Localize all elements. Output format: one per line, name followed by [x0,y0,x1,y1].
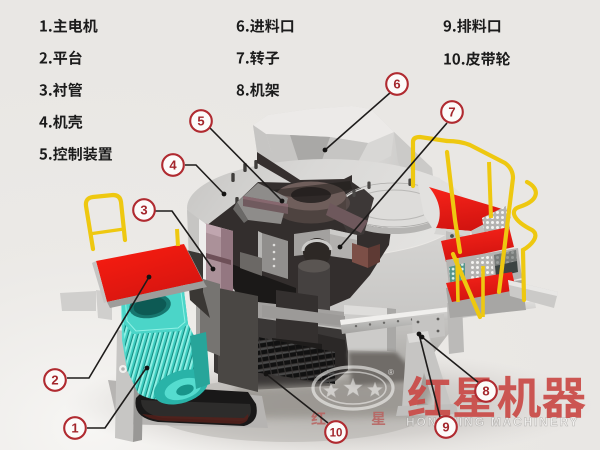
svg-text:10: 10 [330,428,343,440]
svg-text:1: 1 [71,421,78,436]
svg-text:6: 6 [393,77,400,92]
svg-text:2: 2 [51,373,58,388]
svg-text:9: 9 [442,420,449,435]
svg-text:8: 8 [482,384,489,399]
svg-text:7: 7 [448,105,455,120]
svg-text:5: 5 [197,114,204,129]
svg-text:HONGXING MACHINERY: HONGXING MACHINERY [406,415,579,429]
svg-text:3: 3 [140,203,147,218]
svg-text:4: 4 [169,158,177,173]
svg-text:®: ® [388,368,394,377]
